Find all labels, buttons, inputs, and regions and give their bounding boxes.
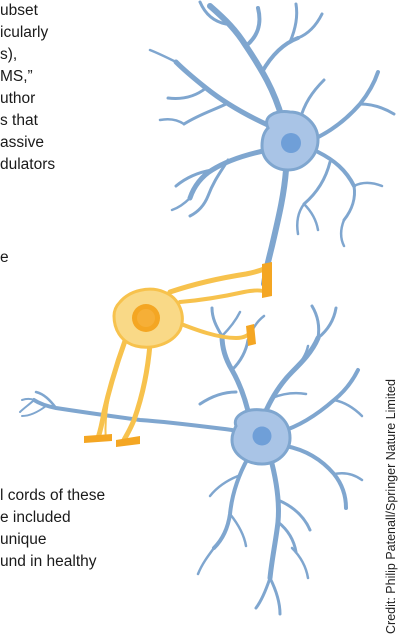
- synapse-top: [262, 262, 272, 298]
- orange-nucleus-highlight: [137, 309, 155, 327]
- top-neuron-nucleus: [281, 133, 301, 153]
- synapse-left: [84, 434, 112, 443]
- bottom-neuron-nucleus: [253, 427, 272, 446]
- image-credit: Credit: Philip Patenall/Springer Nature …: [383, 304, 398, 634]
- bottom-blue-neuron: [20, 306, 362, 614]
